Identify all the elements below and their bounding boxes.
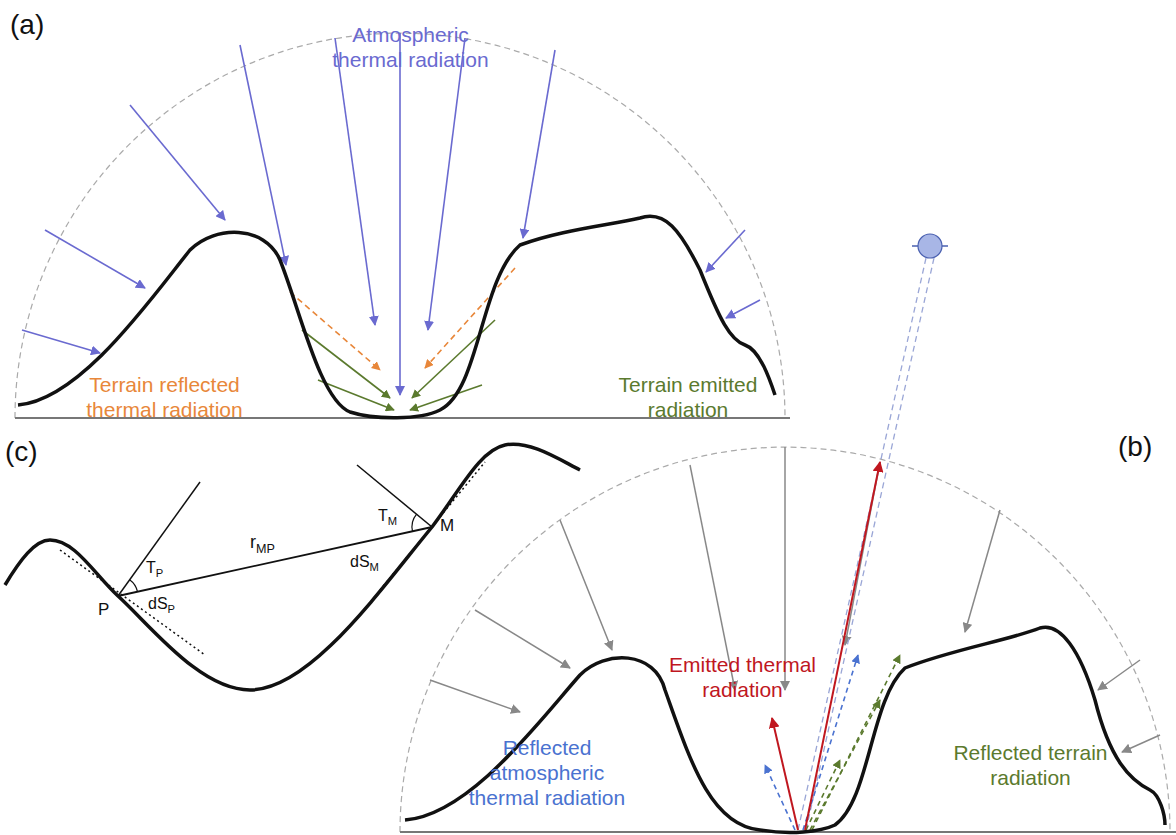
atmospheric-arrows: [22, 33, 760, 395]
symbol-subscript: M: [370, 561, 379, 573]
flux-label: Emitted thermal radiation: [655, 652, 830, 702]
panel-a: [15, 33, 790, 418]
angle-arc-p: [130, 580, 138, 592]
symbol-subscript: M: [388, 515, 397, 527]
panel-c: [5, 444, 580, 690]
symbol-base: T: [378, 507, 388, 524]
symbol-subscript: MP: [256, 542, 275, 556]
panel-letter: (a): [10, 8, 44, 42]
normal-m: [357, 465, 432, 527]
angle-symbol: TP: [146, 558, 163, 581]
terrain-emitted-arrows: [302, 320, 495, 410]
panel-letter: (c): [5, 435, 38, 469]
sky-hemisphere: [15, 33, 785, 418]
point-label: P: [98, 600, 109, 620]
distance-symbol: rMP: [250, 532, 275, 557]
normal-p: [118, 482, 200, 596]
flux-label: Atmospheric thermal radiation: [318, 22, 503, 72]
incoming-arrows: [430, 447, 1160, 752]
terrain-profile: [405, 627, 1165, 832]
flux-label: Terrain emitted radiation: [598, 372, 778, 422]
panel-b: [400, 234, 1176, 832]
tangent-p: [60, 550, 205, 655]
symbol-subscript: P: [168, 603, 175, 615]
flux-label: Reflected atmospheric thermal radiation: [452, 735, 642, 811]
symbol-base: T: [146, 559, 156, 576]
angle-symbol: TM: [378, 506, 397, 529]
flux-label: Terrain reflected thermal radiation: [62, 372, 267, 422]
symbol-subscript: P: [156, 567, 163, 579]
sky-hemisphere: [400, 447, 1170, 832]
symbol-base: dS: [148, 595, 168, 612]
angle-arc-m: [412, 514, 417, 531]
flux-label: Reflected terrain radiation: [928, 740, 1133, 790]
view-lines: [798, 258, 934, 830]
area-symbol: dSP: [148, 594, 175, 617]
symbol-base: r: [250, 532, 256, 552]
point-label: M: [440, 516, 454, 536]
panel-letter: (b): [1118, 430, 1152, 464]
terrain-profile: [5, 444, 580, 690]
symbol-base: dS: [350, 553, 370, 570]
area-symbol: dSM: [350, 552, 379, 575]
terrain-reflected-arrows: [290, 268, 515, 370]
sun-symbol: [912, 234, 948, 258]
